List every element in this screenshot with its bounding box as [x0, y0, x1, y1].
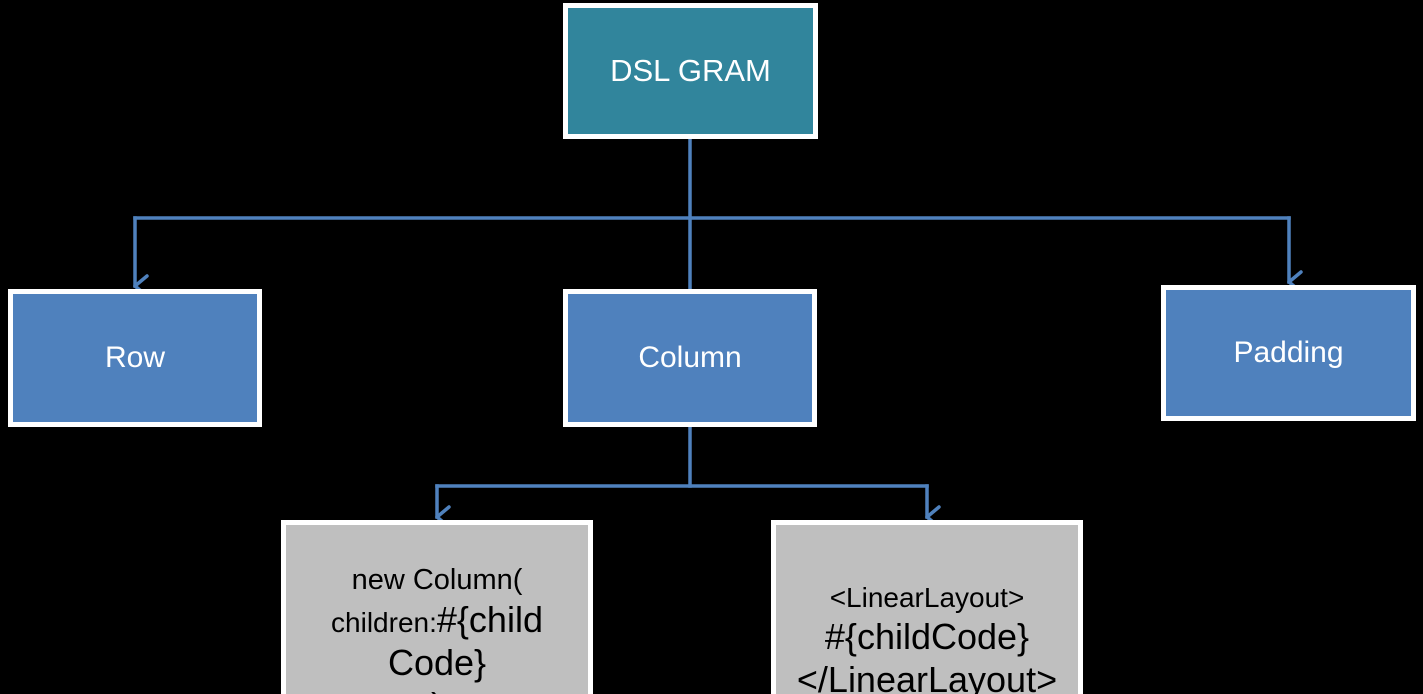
column-label: Column [638, 341, 742, 374]
row-node: Row [8, 289, 262, 427]
xml-code-line-1: <LinearLayout> [829, 582, 1025, 613]
xml-code-line-2: #{childCode} [824, 615, 1030, 657]
padding-node: Padding [1161, 285, 1416, 421]
root-label: DSL GRAM [610, 53, 771, 88]
dart-code-line-2b: #{child [436, 598, 543, 640]
dart-code-line-4: ) [286, 684, 588, 694]
xml-code-node: <LinearLayout> #{childCode} </LinearLayo… [771, 520, 1083, 694]
dart-code-line-2: children:#{child [286, 598, 588, 641]
xml-code-line-3: </LinearLayout> [796, 658, 1058, 694]
padding-label: Padding [1233, 336, 1344, 369]
row-label: Row [104, 341, 165, 374]
dart-code-line-1: new Column( [351, 564, 523, 596]
root-node: DSL GRAM [563, 3, 818, 139]
column-node: Column [563, 289, 817, 427]
dart-code-node: new Column( children:#{child Code} ) [281, 520, 593, 694]
dart-code-line-2a: children: [331, 606, 437, 638]
dart-code-line-3: Code} [387, 641, 487, 683]
